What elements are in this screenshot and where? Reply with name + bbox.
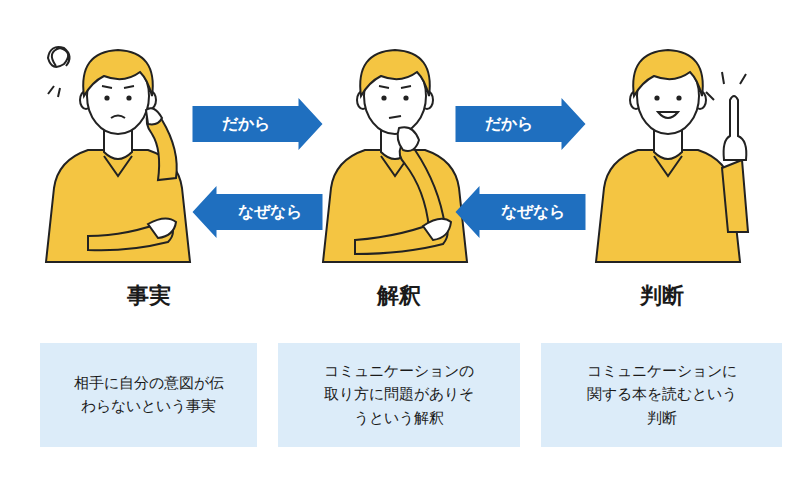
concept-heading: 事実 (40, 281, 257, 311)
block-arrow (456, 186, 586, 238)
concept-text: コミュニケーションに関する本を読むという判断 (584, 360, 740, 430)
concept-heading: 判断 (541, 281, 782, 311)
thinking-person (323, 50, 467, 262)
arrow-label: だから (485, 114, 533, 135)
arrow-label: だから (222, 114, 270, 135)
deciding-person (596, 50, 748, 262)
concept-heading: 解釈 (278, 281, 520, 311)
block-arrow (193, 186, 323, 238)
arrow-label: なぜなら (501, 202, 565, 223)
concept-text: 相手に自分の意図が伝わらないという事実 (71, 372, 227, 419)
block-arrow (193, 98, 323, 150)
worried-person (46, 47, 190, 262)
concept-box: 事実相手に自分の意図が伝わらないという事実 (40, 343, 257, 447)
arrow-label: なぜなら (238, 202, 302, 223)
block-arrow (456, 98, 586, 150)
concept-text: コミュニケーションの取り方に問題がありそうという解釈 (321, 360, 477, 430)
concept-box: 解釈コミュニケーションの取り方に問題がありそうという解釈 (278, 343, 520, 447)
concept-box: 判断コミュニケーションに関する本を読むという判断 (541, 343, 782, 447)
